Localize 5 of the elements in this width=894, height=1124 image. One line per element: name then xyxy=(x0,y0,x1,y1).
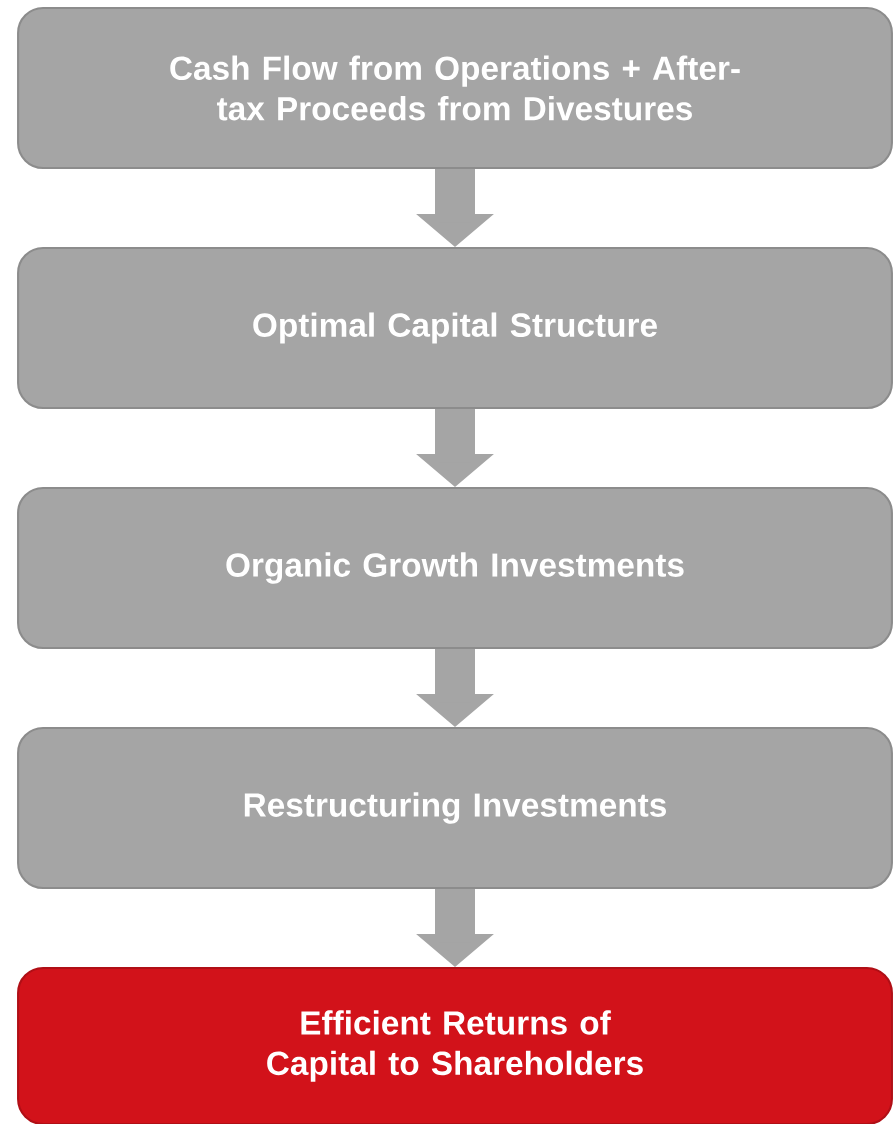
process-box: Cash Flow from Operations + After-tax Proceeds from Divestures xyxy=(17,6,893,170)
highlight-box: Efficient Returns of Capital to Shareholders xyxy=(17,966,893,1124)
process-box: Optimal Capital Structure xyxy=(17,246,893,410)
process-box: Restructuring Investments xyxy=(17,726,893,890)
process-box: Organic Growth Investments xyxy=(17,486,893,650)
